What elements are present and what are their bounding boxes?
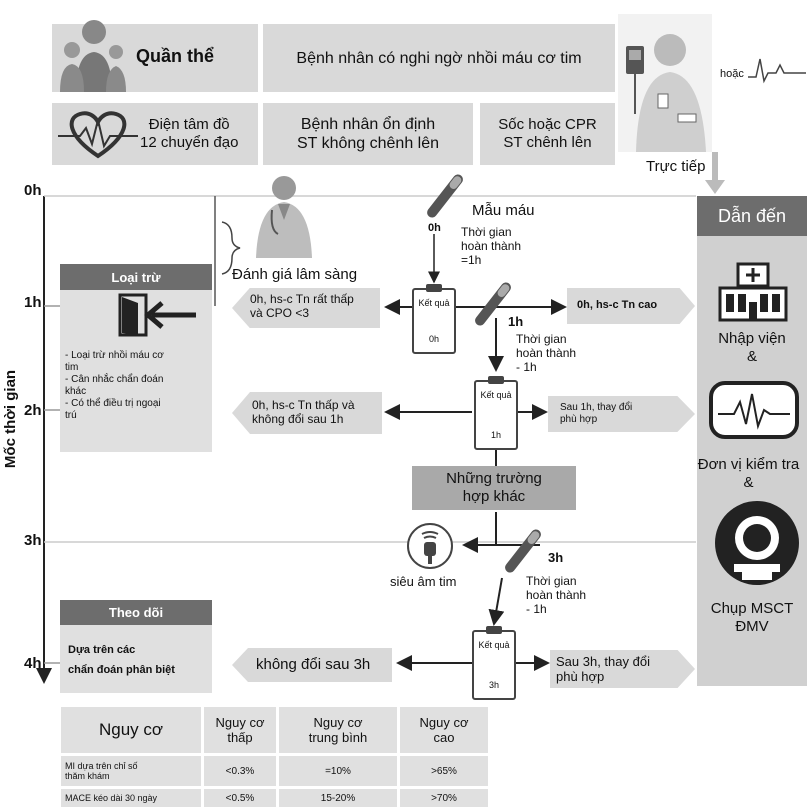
- risk-header-row: Nguy cơ Nguy cơ thấp Nguy cơ trung bình …: [61, 707, 488, 753]
- completion-time-1: Thời gian hoàn thành - 1h: [516, 332, 577, 374]
- doctor-icon: [252, 170, 314, 258]
- blood-sample-label: Mẫu máu: [472, 202, 535, 219]
- left-1h-label: 0h, hs-c Tn rất thấp và CPO <3: [250, 292, 354, 320]
- result-clipboard-1h: Kết quả 1h: [474, 376, 518, 450]
- rule-out-title-box: Loại trừ: [60, 264, 212, 290]
- right-4h-label: Sau 3h, thay đổi phù hợp: [556, 654, 650, 684]
- stable-box: Bệnh nhân ổn định ST không chênh lên: [263, 103, 473, 165]
- tick-4h: 4h: [24, 655, 42, 672]
- risk-cell: >70%: [400, 789, 488, 807]
- heart-ecg-icon: [58, 106, 138, 162]
- clinical-eval-label: Đánh giá lâm sàng: [232, 266, 358, 283]
- rule-out-bullets: - Loại trừ nhồi máu cơ tim - Cân nhắc ch…: [65, 350, 164, 421]
- or-label: hoặc: [720, 68, 744, 80]
- completion-time-0: Thời gian hoàn thành =1h: [461, 225, 522, 267]
- ct-scanner-icon: [712, 498, 802, 588]
- left-4h-label: không đổi sau 3h: [256, 656, 371, 673]
- ecg-wave-icon: [748, 55, 806, 85]
- shock-label: Sốc hoặc CPR ST chênh lên: [498, 116, 597, 151]
- tick-1h: 1h: [24, 294, 42, 311]
- rule-in-1h-box: [567, 288, 695, 324]
- result-time-1h: 1h: [490, 430, 501, 440]
- other-cases-label: Những trường hợp khác: [446, 470, 542, 505]
- population-label: Quần thể: [136, 46, 215, 66]
- follow-up-title: Theo dõi: [108, 605, 164, 620]
- result-label-1h: Kết quả: [480, 390, 512, 400]
- follow-up-panel: [60, 625, 212, 693]
- right-2h-label: Sau 1h, thay đổi phù hợp: [560, 402, 633, 425]
- population-desc: Bệnh nhân có nghi ngờ nhồi máu cơ tim: [296, 49, 582, 67]
- right-1h-label: 0h, hs-c Tn cao: [577, 299, 658, 311]
- completion-time-3: Thời gian hoàn thành - 1h: [526, 574, 587, 616]
- patient-monitor-icon: [618, 14, 712, 152]
- t0-label: 0h: [428, 222, 441, 234]
- risk-header: Nguy cơ trung bình: [279, 707, 397, 753]
- result-time-3h: 3h: [488, 680, 499, 690]
- risk-row-label: MACE kéo dài 30 ngày: [61, 789, 201, 807]
- tick-0h: 0h: [24, 182, 42, 199]
- risk-cell: <0.3%: [204, 756, 276, 786]
- admit-label: Nhập viện &: [718, 330, 786, 365]
- direct-label: Trực tiếp: [646, 158, 706, 175]
- ecg-label: Điện tâm đồ 12 chuyển đạo: [140, 116, 239, 151]
- result-clipboard-3h: Kết quả 3h: [472, 626, 516, 700]
- tick-2h: 2h: [24, 402, 42, 419]
- rule-out-4h-box: [232, 648, 392, 682]
- echo-label: siêu âm tim: [390, 574, 457, 589]
- rule-in-4h-box: [550, 650, 695, 688]
- result-label-3h: Kết quả: [478, 640, 510, 650]
- other-cases-box: Những trường hợp khác: [412, 466, 576, 510]
- shock-box: Sốc hoặc CPR ST chênh lên: [480, 103, 615, 165]
- risk-row-label: MI dựa trên chỉ số thăm khám: [61, 756, 201, 786]
- result-label-0h: Kết quả: [418, 298, 450, 308]
- risk-cell: =10%: [279, 756, 397, 786]
- lead-to-title-box: Dẫn đến: [697, 196, 807, 236]
- population-desc-box: Bệnh nhân có nghi ngờ nhồi máu cơ tim: [263, 24, 615, 92]
- risk-cell: 15-20%: [279, 789, 397, 807]
- rule-out-title: Loại trừ: [111, 269, 161, 285]
- result-time-0h: 0h: [428, 334, 439, 344]
- monitor-icon: [708, 380, 800, 440]
- risk-header: Nguy cơ: [61, 707, 201, 753]
- tick-3h: 3h: [24, 532, 42, 549]
- risk-header: Nguy cơ cao: [400, 707, 488, 753]
- follow-up-title-box: Theo dõi: [60, 600, 212, 625]
- risk-cell: >65%: [400, 756, 488, 786]
- rule-out-2h-box: [232, 392, 382, 434]
- follow-up-desc: Dựa trên các chẩn đoán phân biệt: [68, 644, 175, 676]
- risk-table: Nguy cơ Nguy cơ thấp Nguy cơ trung bình …: [58, 704, 491, 810]
- rule-in-2h-box: [548, 396, 695, 432]
- risk-header: Nguy cơ thấp: [204, 707, 276, 753]
- left-2h-label: 0h, hs-c Tn thấp và không đổi sau 1h: [252, 398, 355, 426]
- result-clipboard-0h: Kết quả 0h: [412, 284, 456, 354]
- timeline-axis-label: Mốc thời gian: [2, 369, 20, 469]
- table-row: MACE kéo dài 30 ngày <0.5% 15-20% >70%: [61, 789, 488, 807]
- echo-probe-icon: [406, 522, 454, 570]
- stable-label: Bệnh nhân ổn định ST không chênh lên: [296, 116, 440, 152]
- exit-door-icon: [118, 293, 198, 337]
- risk-cell: <0.5%: [204, 789, 276, 807]
- family-icon: [58, 10, 130, 92]
- monitor-unit-label: Đơn vị kiểm tra &: [697, 456, 800, 491]
- lead-to-title: Dẫn đến: [717, 206, 787, 226]
- t3-label: 3h: [548, 550, 564, 565]
- table-row: MI dựa trên chỉ số thăm khám <0.3% =10% …: [61, 756, 488, 786]
- rule-out-1h-box: [232, 288, 380, 328]
- t1-label: 1h: [508, 314, 524, 329]
- msct-label: Chụp MSCT ĐMV: [710, 600, 794, 635]
- hospital-icon: [718, 262, 788, 322]
